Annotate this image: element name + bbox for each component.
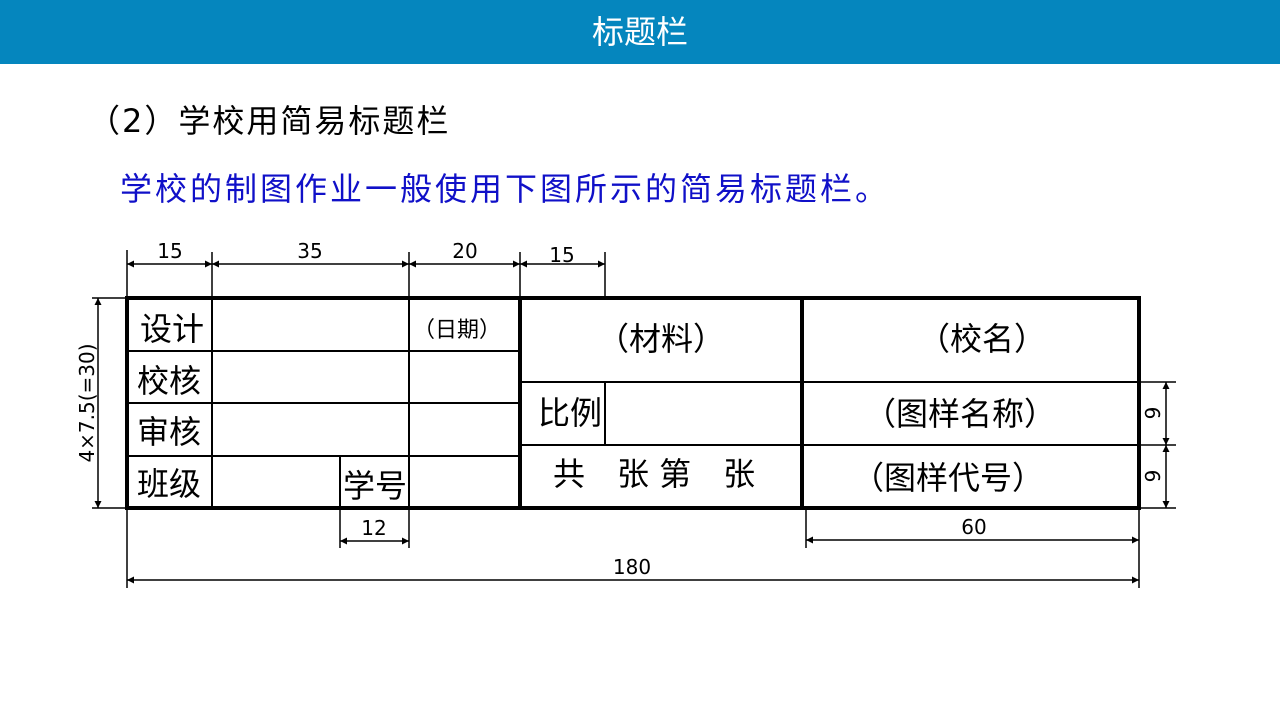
cell-student-no: 学号 xyxy=(343,467,407,505)
cell-drawing-name: （图样名称） xyxy=(864,395,1056,433)
dim-label-35: 35 xyxy=(297,239,322,263)
page-title: 标题栏 xyxy=(591,13,688,51)
title-block-cells: 设计 校核 审核 班级 学号 （日期） （材料） 比例 共 张 第 张 （校名）… xyxy=(137,310,1056,505)
cell-school: （校名） xyxy=(918,320,1046,358)
dim-label-180: 180 xyxy=(613,555,651,579)
cell-date: （日期） xyxy=(413,318,501,343)
cell-design: 设计 xyxy=(140,310,204,348)
bottom-dimensions xyxy=(126,508,1140,588)
dim-label-9a: 9 xyxy=(1141,407,1165,420)
cell-sheets: 共 张 第 张 xyxy=(553,455,755,493)
right-dimensions xyxy=(1139,381,1176,509)
dim-label-20: 20 xyxy=(452,239,477,263)
dim-label-12: 12 xyxy=(361,516,386,540)
dim-label-60: 60 xyxy=(961,515,986,539)
section-heading: （2）学校用简易标题栏 xyxy=(88,102,451,140)
dim-label-9b: 9 xyxy=(1141,470,1165,483)
title-block-grid xyxy=(127,298,1139,508)
header-bar xyxy=(0,0,1280,64)
cell-scale: 比例 xyxy=(538,394,602,432)
cell-check: 校核 xyxy=(137,362,201,400)
top-dimensions xyxy=(126,250,606,298)
dim-label-15b: 15 xyxy=(549,243,574,267)
cell-review: 审核 xyxy=(137,413,201,451)
cell-class: 班级 xyxy=(137,465,201,503)
cell-drawing-code: （图样代号） xyxy=(852,459,1044,497)
dim-label-height: 4×7.5(=30) xyxy=(75,343,99,462)
left-dimension xyxy=(92,297,127,509)
dim-label-15a: 15 xyxy=(157,239,182,263)
cell-material: （材料） xyxy=(597,320,725,358)
caption-text: 学校的制图作业一般使用下图所示的简易标题栏。 xyxy=(120,170,891,208)
